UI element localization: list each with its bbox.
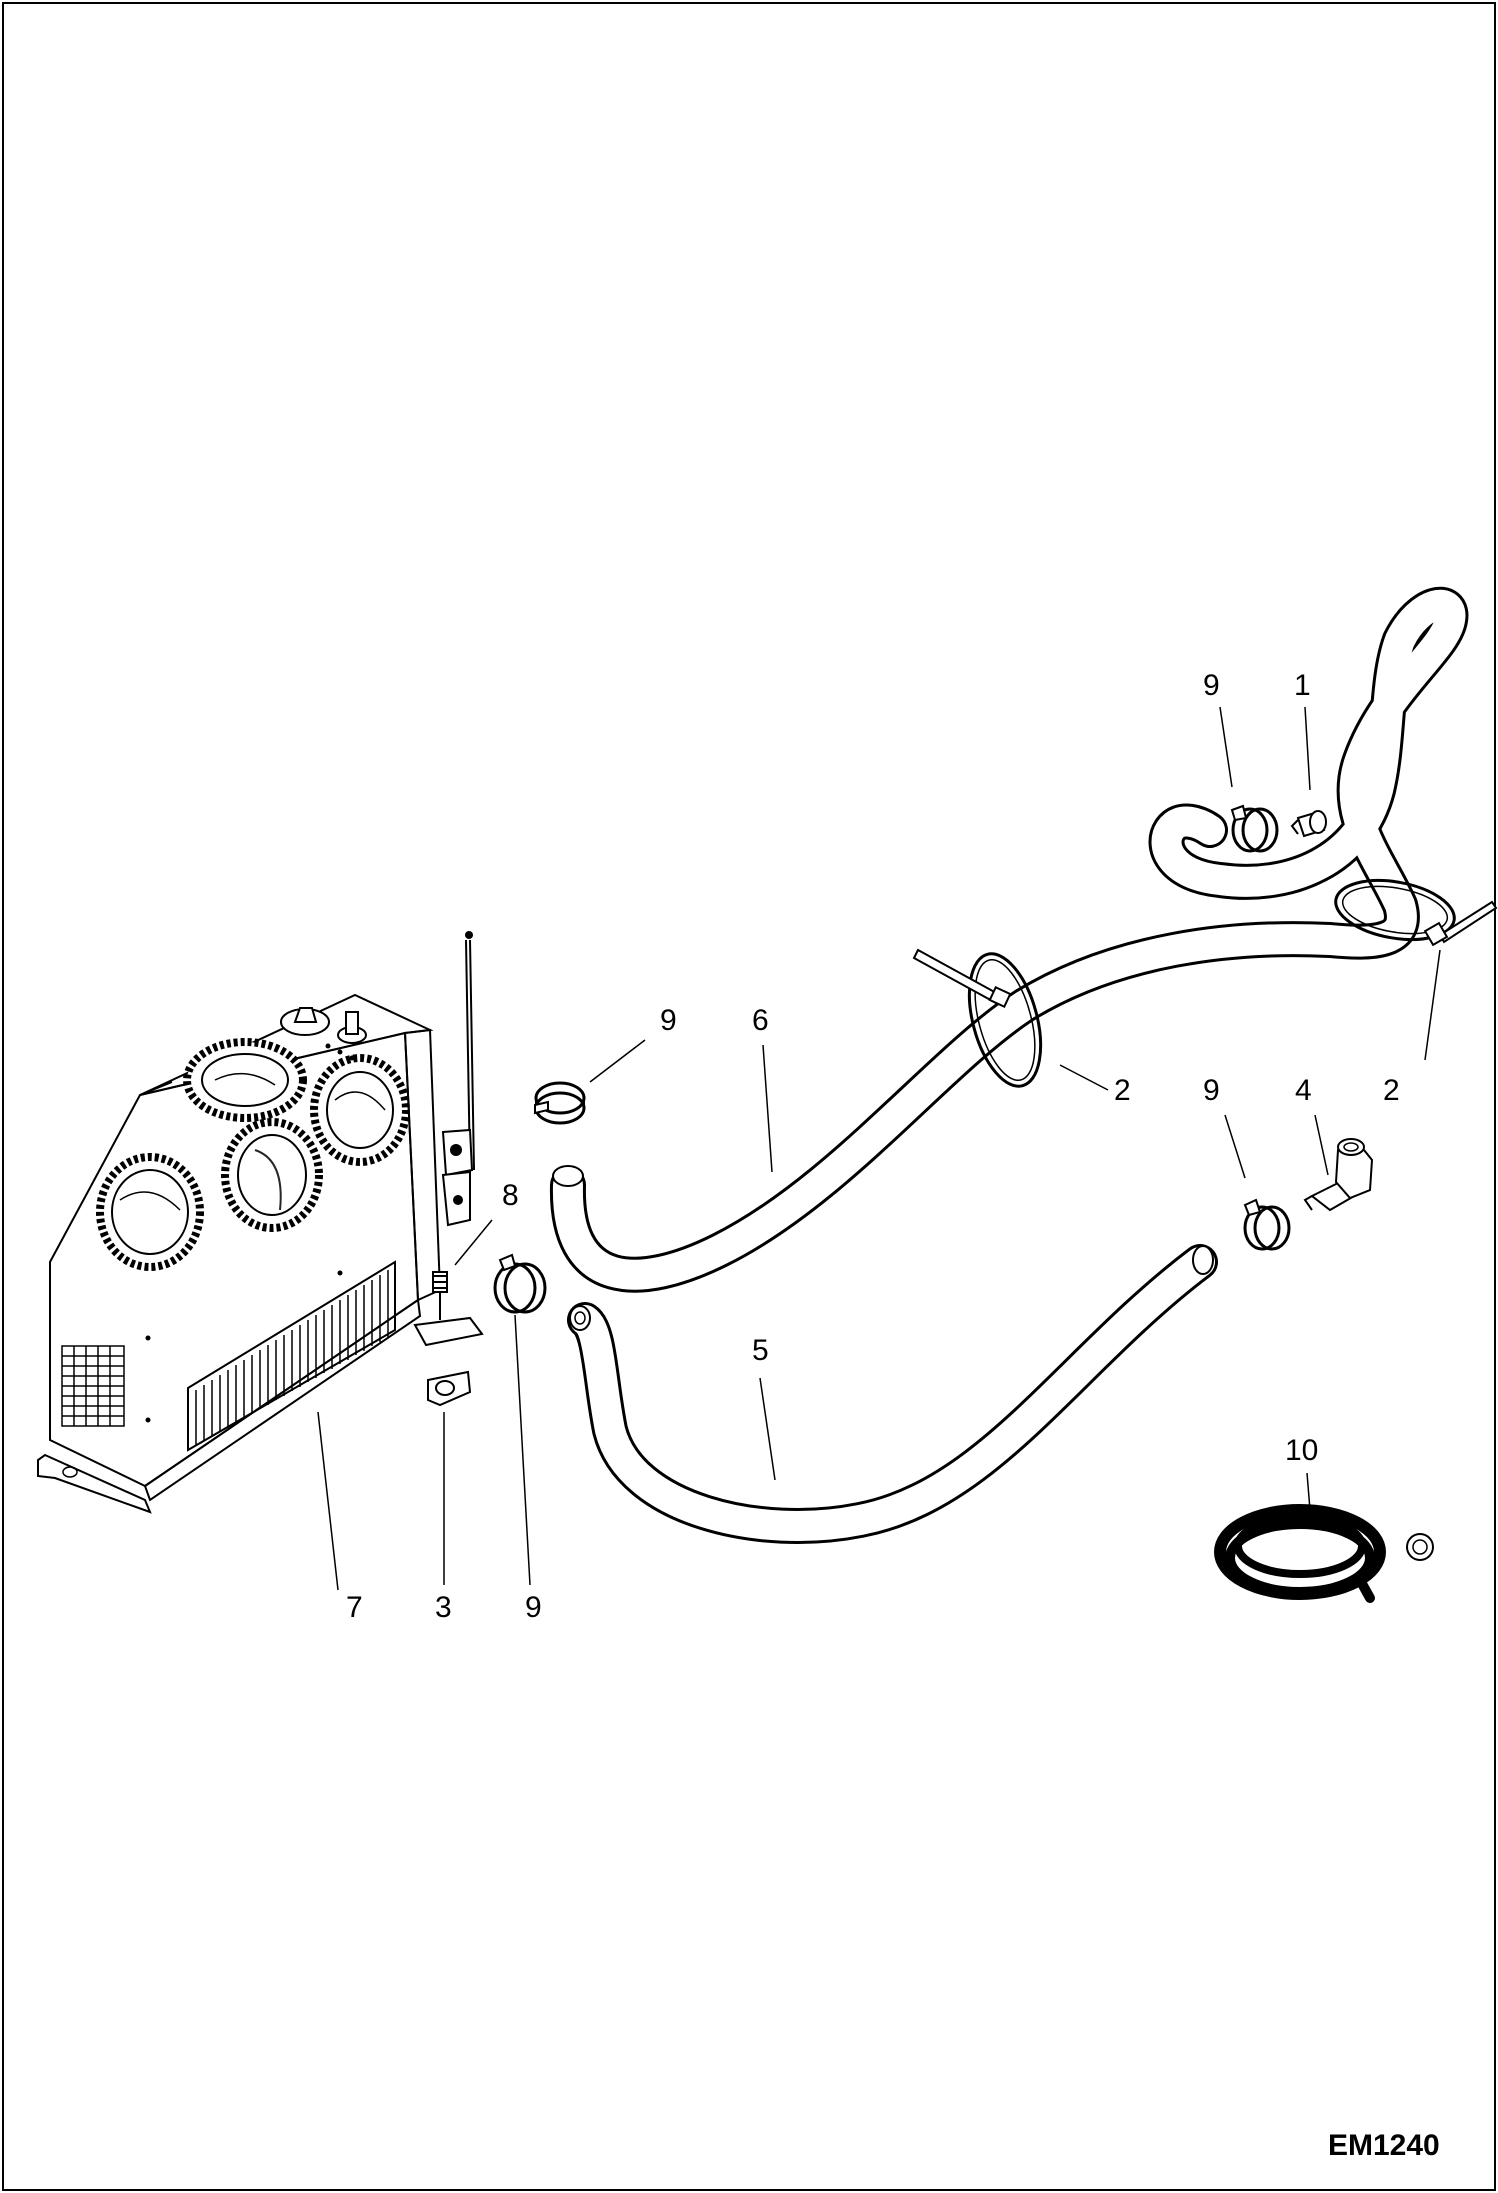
callout-9-top: 9: [1203, 669, 1220, 702]
cable-tie-2-right: [1334, 879, 1498, 947]
clip-3: [427, 1370, 472, 1407]
callout-9-mid: 9: [660, 1004, 677, 1037]
hose-clamp-9-right: [1243, 1198, 1291, 1251]
callout-7: 7: [346, 1591, 363, 1624]
air-vent-top: [183, 1038, 307, 1122]
hose-clamp-9-upper-left: [534, 1081, 586, 1125]
callout-labels: 9 1 9 6 2 9 4 2 8 5 10 7 3 9: [346, 669, 1400, 1624]
leader-lines: [317, 706, 1441, 1591]
callout-3: 3: [435, 1591, 452, 1624]
callout-10: 10: [1285, 1434, 1318, 1467]
control-knob-left: [280, 1007, 330, 1036]
heater-unit: [37, 931, 484, 1514]
callout-6: 6: [752, 1004, 769, 1037]
elbow-fitting-4: [1303, 1138, 1374, 1212]
air-vent-right: [310, 1054, 410, 1166]
callout-2-left: 2: [1114, 1074, 1131, 1107]
hose-clamp-9-lower-left: [493, 1253, 547, 1314]
callout-1: 1: [1294, 669, 1311, 702]
bolt-8: [432, 1271, 448, 1320]
callout-9-bottom: 9: [525, 1591, 542, 1624]
control-knob-right: [337, 1011, 367, 1044]
control-valve-rod: [441, 931, 475, 1227]
fitting-1: [1290, 810, 1327, 838]
hose-6: [549, 586, 1469, 1293]
front-louver-grille: [187, 1260, 396, 1452]
callout-8: 8: [502, 1179, 519, 1212]
callout-9-right: 9: [1203, 1074, 1220, 1107]
callout-2-right: 2: [1383, 1074, 1400, 1107]
drawing-code: EM1240: [1328, 2129, 1440, 2162]
air-vent-center: [221, 1118, 323, 1232]
side-louver-grille: [61, 1345, 125, 1427]
air-vent-left: [96, 1153, 204, 1271]
hose-clamp-9-top: [1230, 804, 1279, 853]
hose-5: [567, 1244, 1218, 1544]
coiled-hose-10: [1214, 1504, 1434, 1603]
callout-5: 5: [752, 1334, 769, 1367]
cable-tie-2-left: [912, 948, 1043, 1088]
callout-4: 4: [1295, 1074, 1312, 1107]
